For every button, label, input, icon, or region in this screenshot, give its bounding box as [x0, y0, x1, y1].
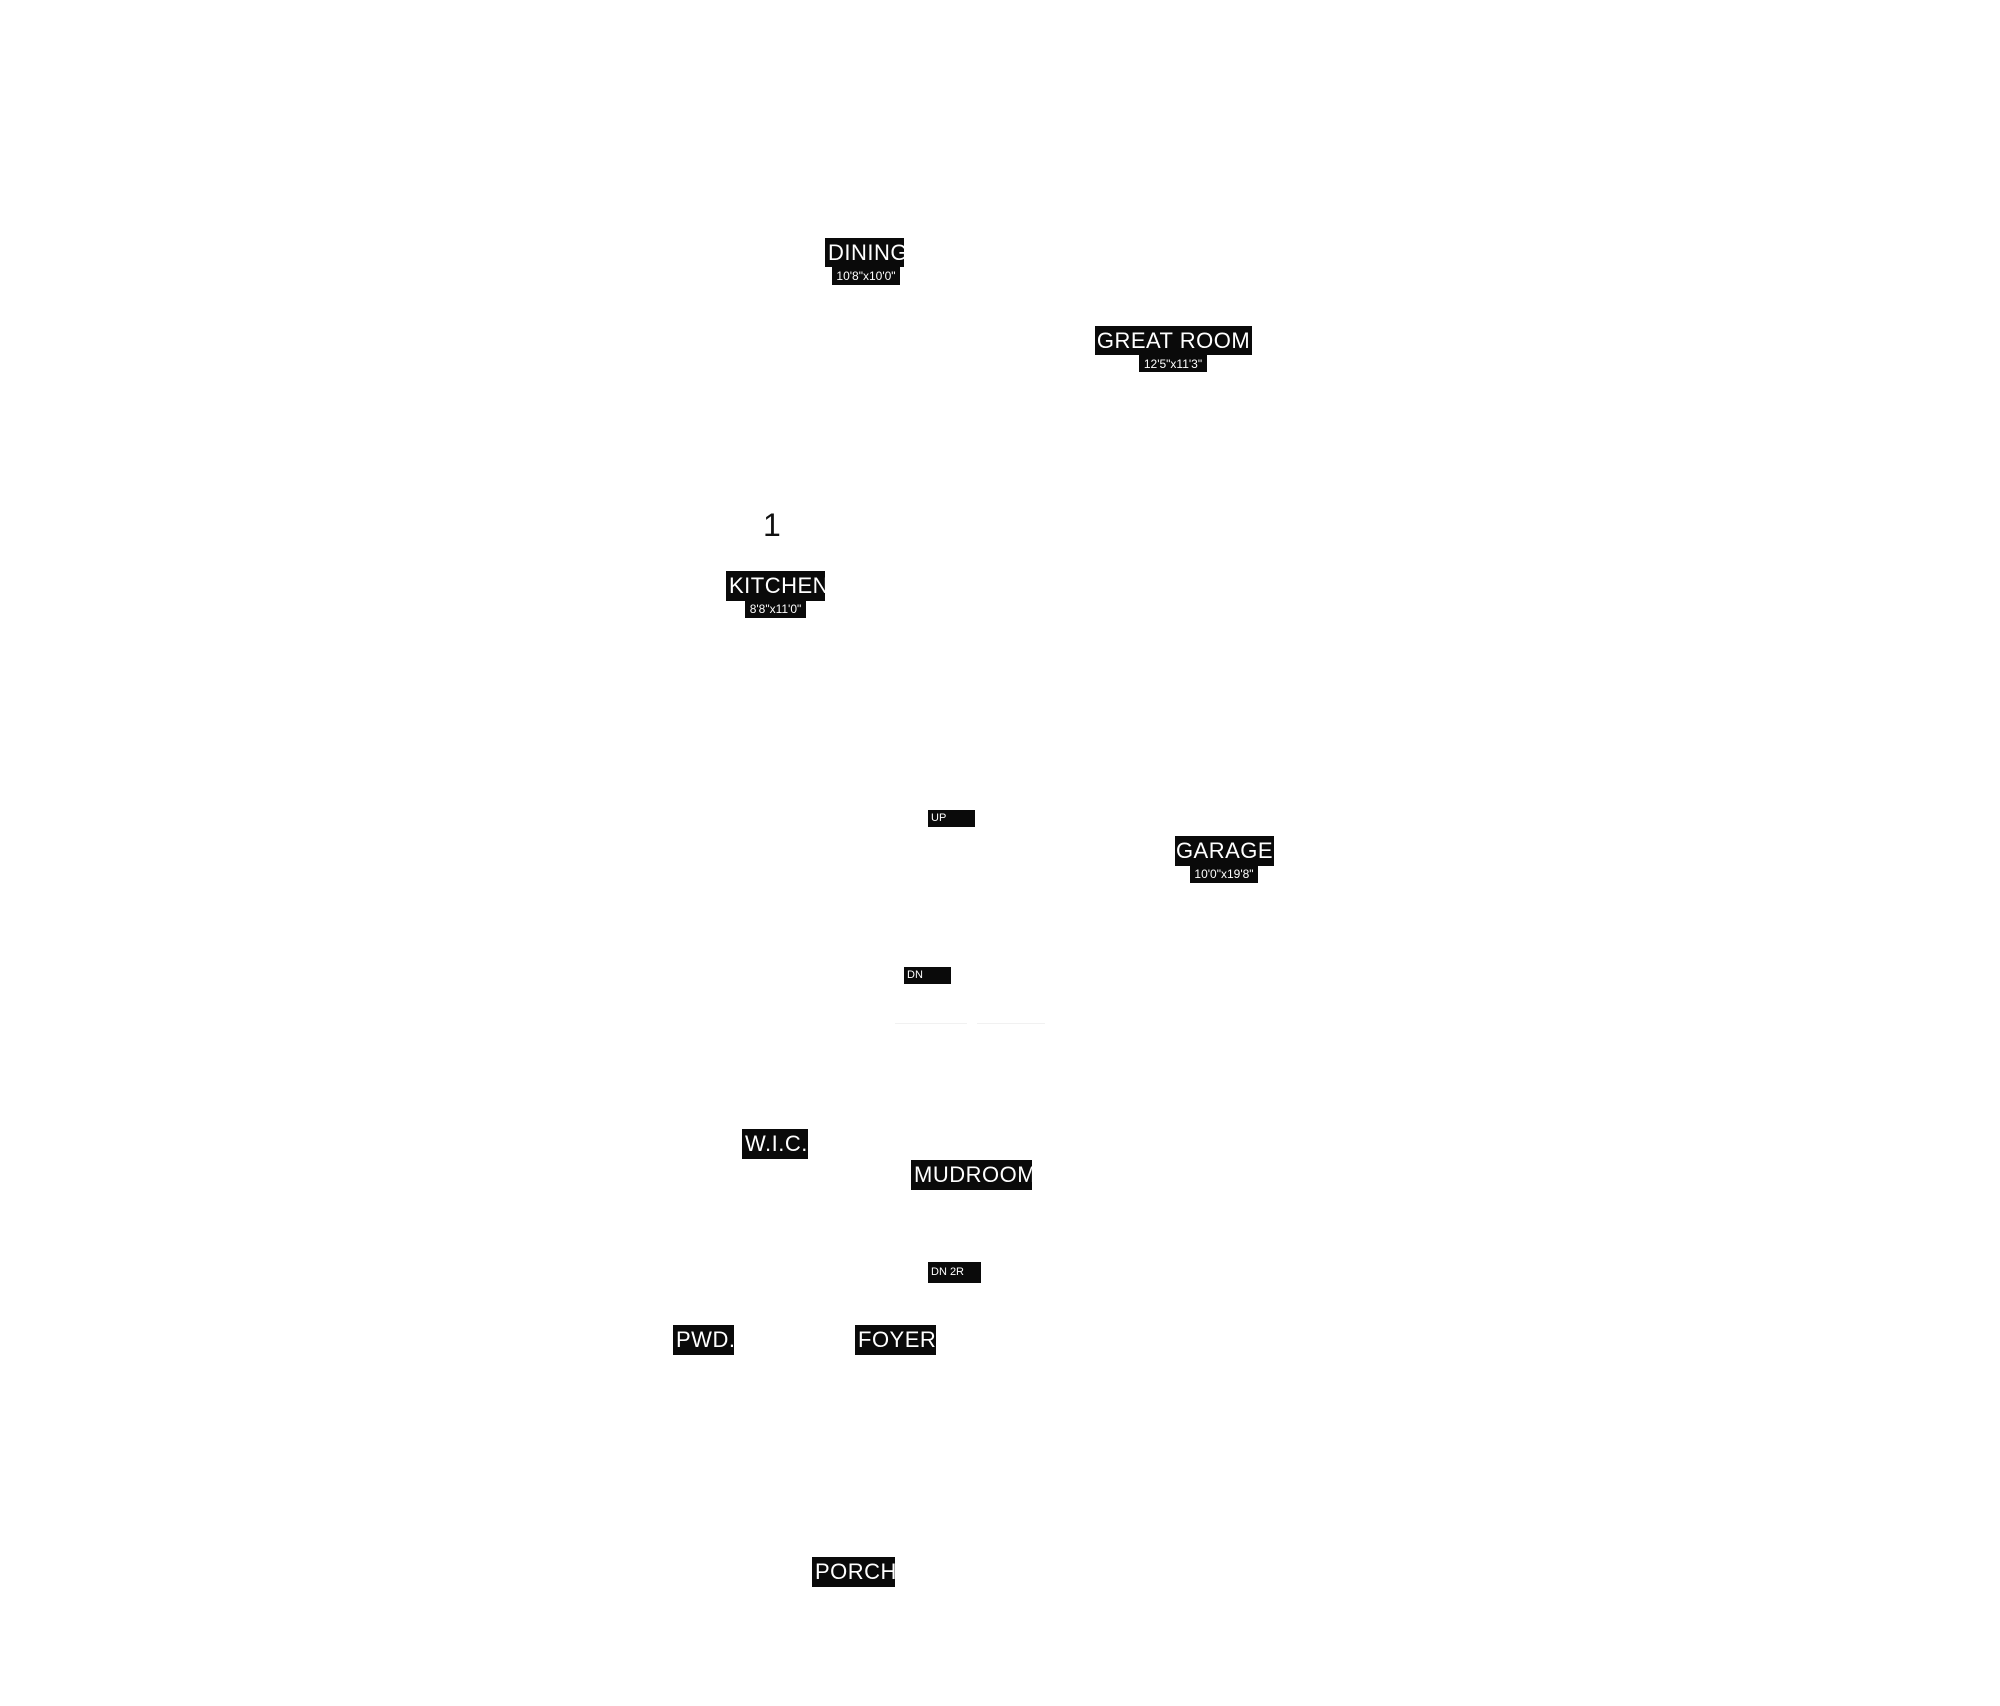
- room-label-porch: PORCH: [812, 1557, 896, 1587]
- room-label-dining: DINING: [825, 238, 908, 267]
- room-dimensions-kitchen: 8'8"x11'0": [745, 600, 806, 618]
- room-label-wic: W.I.C.: [742, 1129, 808, 1159]
- room-label-powder: PWD.: [673, 1325, 735, 1355]
- room-label-mudroom: MUDROOM: [911, 1160, 1036, 1190]
- room-dimensions-garage: 10'0"x19'8": [1190, 865, 1258, 883]
- wall-trace: [977, 1023, 1045, 1024]
- stair-label-down: DN: [904, 967, 951, 984]
- room-dimensions-great-room: 12'5"x11'3": [1139, 355, 1207, 372]
- stair-label-down-2r: DN 2R: [928, 1262, 981, 1283]
- room-label-foyer: FOYER: [855, 1325, 936, 1355]
- room-dimensions-dining: 10'8"x10'0": [832, 267, 900, 285]
- plan-marker: 1: [763, 507, 781, 543]
- wall-trace: [895, 1023, 967, 1024]
- room-label-great-room: GREAT ROOM: [1095, 326, 1252, 355]
- room-label-garage: GARAGE: [1175, 836, 1274, 866]
- stair-label-up: UP: [928, 810, 975, 827]
- room-label-kitchen: KITCHEN: [726, 571, 829, 601]
